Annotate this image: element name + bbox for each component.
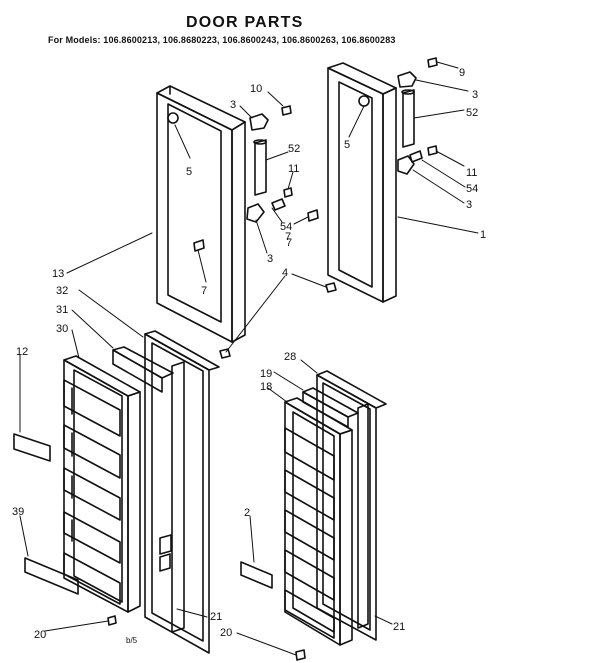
part-label: 19 [260, 368, 272, 380]
fresh-food-door-frame [327, 62, 397, 303]
part-label: 11 [288, 163, 299, 175]
bottom-hinge-4-right [325, 282, 337, 293]
panel-12 [13, 433, 51, 462]
top-hinge-left [249, 113, 269, 131]
screw-20-left [107, 615, 117, 626]
spacer-52-left [254, 139, 267, 196]
door-liner-top [63, 355, 141, 397]
part-label: 30 [56, 323, 68, 335]
rail-31 [112, 346, 174, 379]
freezer-door-frame [156, 85, 246, 343]
models-line: For Models: 106.8600213, 106.8680223, 10… [48, 35, 396, 45]
freezer-inner-door [13, 330, 220, 654]
pivot-bushing-left [167, 112, 179, 124]
part-label: 4 [282, 267, 288, 279]
small-hardware [167, 57, 438, 359]
pivot-bushing-right [358, 95, 370, 107]
bracket-left-mid [159, 534, 172, 555]
part-label: 13 [52, 268, 64, 280]
part-label: 3 [230, 99, 236, 111]
center-hinge-right [397, 155, 415, 175]
page-reference: b/5 [126, 636, 138, 645]
spacer-52-right [402, 89, 415, 148]
part-label: 7 [201, 285, 207, 297]
hinge-shim-right [427, 145, 438, 156]
part-label: 7 [285, 231, 291, 243]
page-title: DOOR PARTS [186, 14, 304, 31]
part-label: 32 [56, 285, 68, 297]
screw-20-right [295, 649, 306, 661]
part-label: 21 [393, 621, 405, 633]
part-label: 9 [459, 67, 465, 79]
top-hinge-right [397, 71, 417, 88]
part-label: 11 [466, 167, 477, 179]
part-label: 10 [250, 83, 262, 95]
part-label: 54 [466, 183, 478, 195]
gasket-strip-32 [171, 361, 185, 633]
part-label: 20 [220, 627, 232, 639]
gasket-strip-right [357, 403, 369, 629]
hinge-pin-left [271, 198, 286, 211]
part-label: 20 [34, 629, 46, 641]
part-label: 39 [12, 506, 24, 518]
part-label: 31 [56, 304, 68, 316]
part-label: 1 [480, 229, 486, 241]
part-label: 2 [244, 507, 250, 519]
part-label: 5 [186, 166, 192, 178]
leader-lines [19, 61, 479, 656]
part-label: 52 [466, 107, 478, 119]
stop-7-right [307, 209, 319, 222]
part-label: 7 [286, 237, 292, 249]
hinge-cover-left [281, 105, 292, 116]
stop-7-left [193, 239, 205, 252]
hinge-shim-left [283, 187, 293, 198]
part-label: 5 [344, 139, 350, 151]
center-hinge-left [246, 203, 265, 223]
fresh-food-inner-door [107, 370, 387, 661]
part-label: 3 [267, 253, 273, 265]
part-label: 54 [280, 221, 292, 233]
rail-19 [302, 387, 359, 418]
bottom-hinge-4-left [219, 348, 231, 359]
callout-labels: 10 3 5 52 11 54 7 3 13 7 9 3 52 5 11 54 … [12, 67, 486, 641]
part-label: 3 [472, 89, 478, 101]
bracket-39 [24, 557, 79, 595]
part-label: 28 [284, 351, 296, 363]
bracket-2 [240, 561, 273, 589]
part-label: 18 [260, 381, 272, 393]
hinge-cover-right [427, 57, 438, 68]
part-label: 21 [210, 611, 222, 623]
part-label: 12 [16, 346, 28, 358]
part-label: 3 [466, 199, 472, 211]
part-label: 52 [288, 143, 300, 155]
